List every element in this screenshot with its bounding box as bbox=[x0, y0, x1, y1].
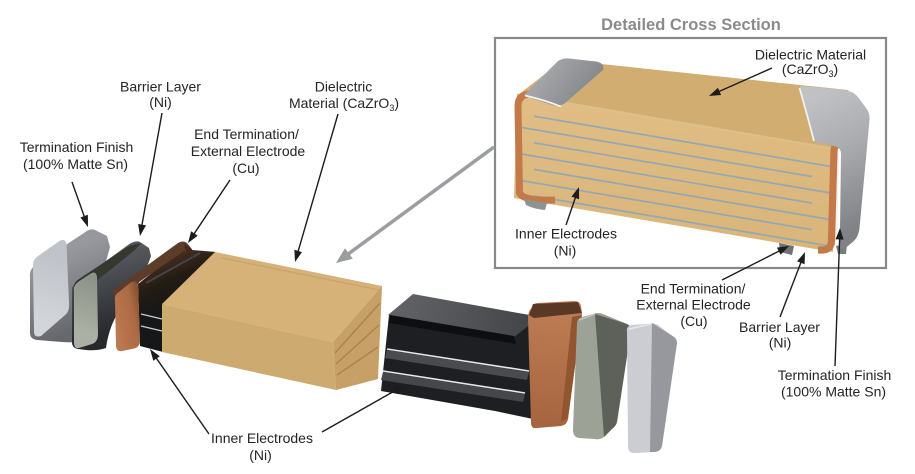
svg-text:(Ni): (Ni) bbox=[769, 335, 792, 351]
svg-text:External Electrode: External Electrode bbox=[191, 143, 306, 159]
svg-text:Termination Finish: Termination Finish bbox=[20, 139, 134, 155]
svg-text:(Ni): (Ni) bbox=[249, 447, 272, 463]
svg-text:(100% Matte Sn): (100% Matte Sn) bbox=[781, 384, 886, 400]
svg-text:(100% Matte Sn): (100% Matte Sn) bbox=[23, 156, 128, 172]
svg-text:Dielectric Material: Dielectric Material bbox=[755, 47, 866, 63]
svg-text:(Ni): (Ni) bbox=[554, 243, 577, 259]
svg-text:End Termination/: End Termination/ bbox=[194, 126, 299, 142]
svg-text:Material (CaZrO3): Material (CaZrO3) bbox=[289, 95, 399, 113]
svg-text:End Termination/: End Termination/ bbox=[641, 281, 746, 297]
svg-text:(Ni): (Ni) bbox=[149, 94, 172, 110]
svg-text:Dielectric: Dielectric bbox=[315, 79, 373, 95]
svg-text:(Cu): (Cu) bbox=[232, 160, 259, 176]
svg-text:Barrier Layer: Barrier Layer bbox=[120, 79, 201, 95]
svg-text:Termination Finish: Termination Finish bbox=[778, 367, 892, 383]
svg-text:(CaZrO3): (CaZrO3) bbox=[782, 61, 838, 79]
svg-text:External Electrode: External Electrode bbox=[636, 297, 751, 313]
svg-text:(Cu): (Cu) bbox=[680, 313, 707, 329]
svg-text:Detailed Cross Section: Detailed Cross Section bbox=[601, 16, 781, 34]
svg-text:Barrier Layer: Barrier Layer bbox=[739, 319, 820, 335]
svg-text:Inner Electrodes: Inner Electrodes bbox=[211, 430, 313, 446]
svg-text:Inner Electrodes: Inner Electrodes bbox=[515, 226, 617, 242]
